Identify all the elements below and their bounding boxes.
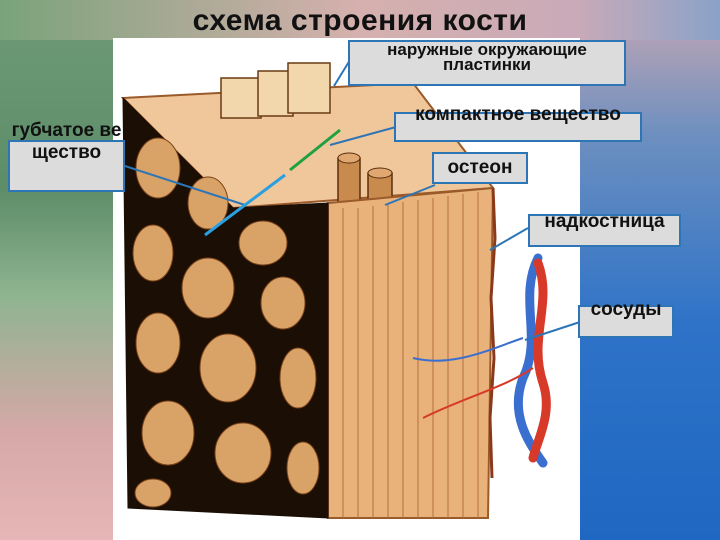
label-spongy-text: губчатое вещество bbox=[11, 120, 122, 163]
background-top-band bbox=[0, 0, 720, 40]
outer-plates-pointer bbox=[333, 59, 351, 87]
label-periosteum: надкостница bbox=[528, 211, 681, 247]
label-osteon: остеон bbox=[432, 152, 528, 184]
background-right-band bbox=[580, 0, 720, 540]
background-left-band bbox=[0, 0, 120, 540]
label-compact: компактное вещество bbox=[394, 104, 642, 142]
periosteum-pointer bbox=[489, 227, 529, 251]
label-vessels: сосуды bbox=[578, 299, 674, 338]
label-spongy: губчатое вещество bbox=[8, 120, 125, 192]
vessels-pointer bbox=[524, 321, 581, 341]
slide-title: схема строения кости bbox=[192, 4, 528, 37]
spongy-pointer bbox=[124, 165, 246, 206]
label-periosteum-text: надкостница bbox=[544, 211, 665, 232]
spongy-cyan-pointer bbox=[204, 173, 286, 237]
compact-pointer bbox=[329, 126, 397, 146]
bone-structure-illustration bbox=[120, 62, 551, 519]
label-compact-text: компактное вещество bbox=[415, 104, 621, 125]
label-outer-plates: наружные окружающие пластинки bbox=[348, 40, 626, 86]
compact-green-pointer bbox=[289, 128, 341, 172]
osteon-pointer bbox=[384, 184, 436, 206]
label-vessels-text: сосуды bbox=[590, 299, 662, 320]
label-osteon-text: остеон bbox=[447, 157, 513, 178]
label-outer-plates-text: наружные окружающие пластинки bbox=[387, 40, 587, 74]
